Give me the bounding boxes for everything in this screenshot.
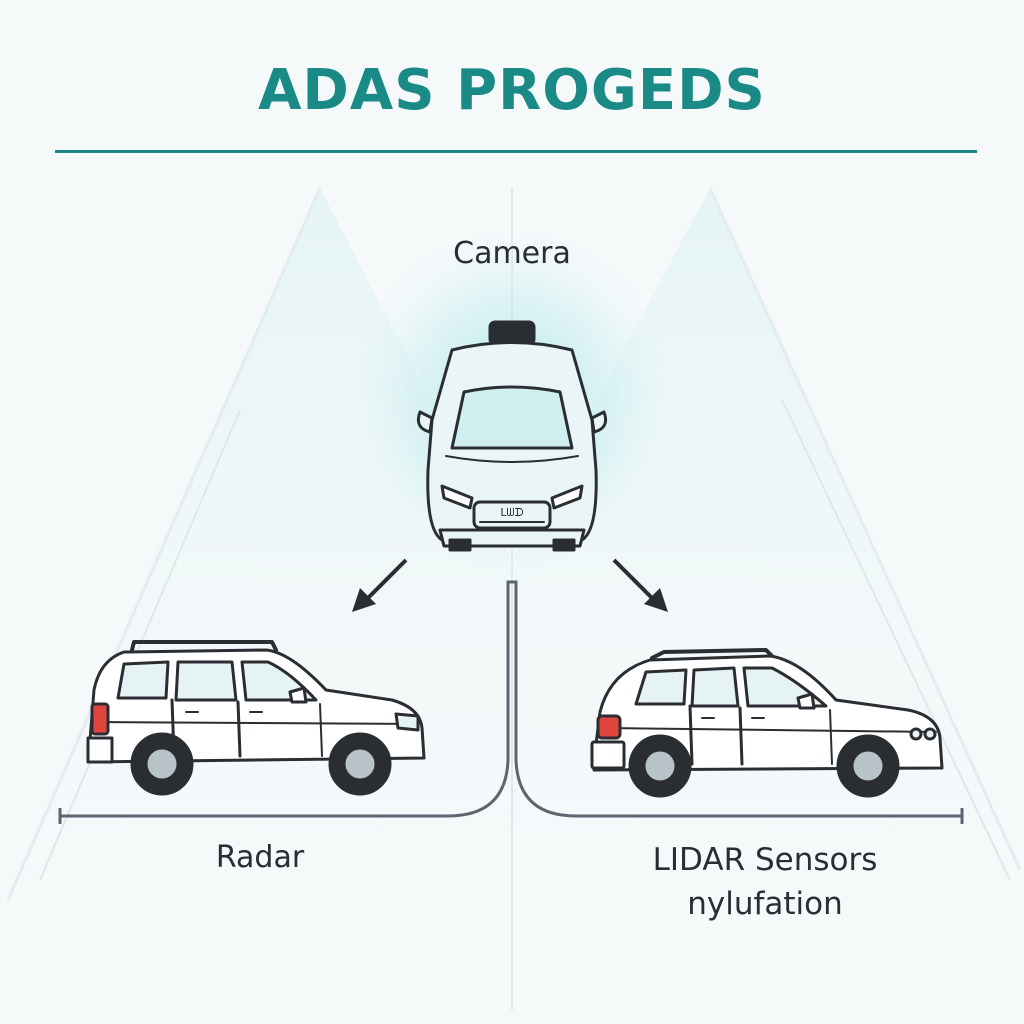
lidar-car-window-mid <box>690 666 740 708</box>
vehicle-badge: ᒪᗯᗪ <box>500 506 523 519</box>
left-beam-edge <box>6 187 322 901</box>
title-divider <box>55 150 977 153</box>
lidar-car-window-rear <box>634 668 688 706</box>
lidar-car-tail-light <box>596 714 622 740</box>
connector-line <box>58 580 964 824</box>
lidar-label-line1: LIDAR Sensors <box>652 842 878 878</box>
arrow-to-lidar <box>612 558 668 612</box>
radar-suv <box>86 640 426 796</box>
front-car <box>416 320 608 552</box>
lidar-label-line2: nylufation <box>687 886 843 922</box>
radar-suv-window-rear <box>116 660 170 700</box>
radar-suv-window-mid <box>174 660 238 702</box>
right-beam-edge <box>708 187 1022 871</box>
right-headlight <box>550 484 584 510</box>
right-inner-edge <box>781 399 1011 881</box>
left-headlight <box>440 484 474 510</box>
radar-label: Radar <box>215 840 305 875</box>
front-windshield <box>450 385 574 450</box>
lidar-car <box>590 648 944 798</box>
lidar-label: LIDAR Sensors nylufation <box>600 838 930 926</box>
left-inner-edge <box>39 409 241 881</box>
camera-label: Camera <box>453 236 571 271</box>
diagram-title: ADAS PROGEDS <box>258 58 766 123</box>
arrow-to-radar <box>352 558 408 612</box>
radar-suv-tail-light <box>90 702 110 736</box>
